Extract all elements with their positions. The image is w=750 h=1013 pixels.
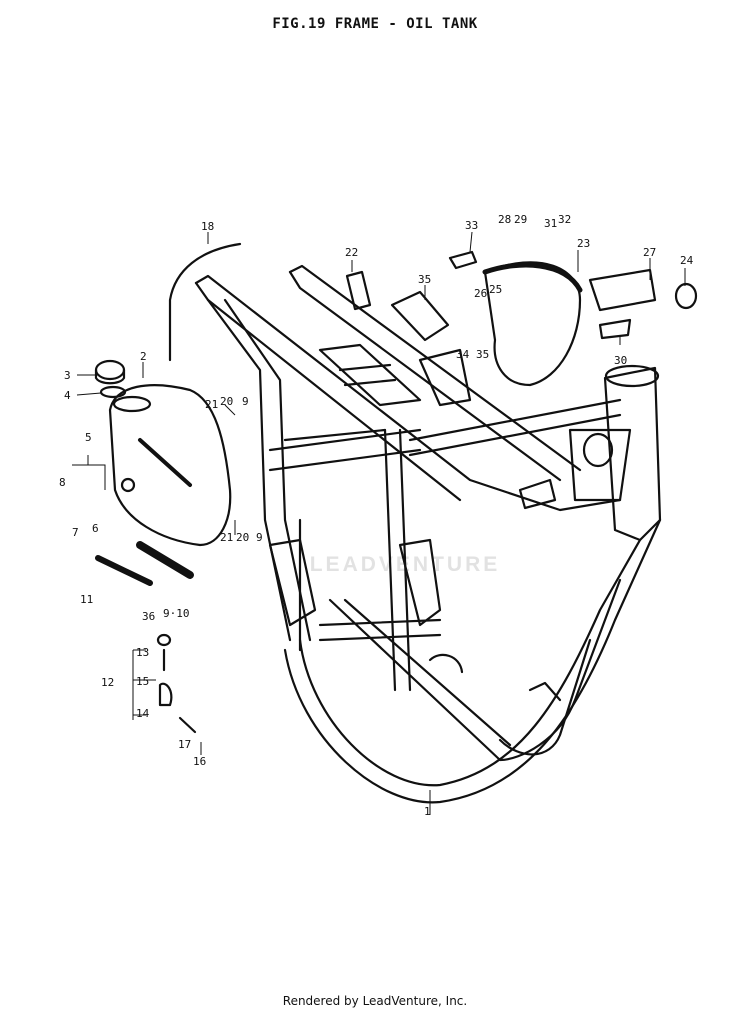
callout-35-upper: 35: [418, 273, 431, 286]
footer-credit: Rendered by LeadVenture, Inc.: [282, 994, 468, 1008]
callout-15: 15: [136, 675, 149, 688]
callout-18: 18: [201, 220, 214, 233]
footrest-27: [588, 268, 657, 312]
callout-31: 31: [544, 217, 557, 230]
callout-16: 16: [193, 755, 206, 768]
callout-2: 2: [140, 350, 147, 363]
callout-20-upper: 20: [220, 395, 233, 408]
bracket-35: [390, 290, 450, 342]
bolt-22: [345, 270, 372, 311]
callout-21-upper: 21: [205, 398, 218, 411]
breather-hose: [168, 242, 242, 362]
bracket-34: [418, 348, 472, 407]
callout-25: 25: [489, 283, 502, 296]
callout-4: 4: [64, 389, 71, 402]
callout-27: 27: [643, 246, 656, 259]
strip-9-10: [136, 541, 194, 579]
callout-5: 5: [85, 431, 92, 444]
plate-30: [598, 318, 632, 340]
callout-1: 1: [424, 805, 431, 818]
callout-6: 6: [92, 522, 99, 535]
callout-22: 22: [345, 246, 358, 259]
callout-34: 34: [456, 348, 470, 361]
callout-7: 7: [72, 526, 79, 539]
callout-13: 13: [136, 646, 149, 659]
callout-29: 29: [514, 213, 527, 226]
callout-14: 14: [136, 707, 150, 720]
watermark: LEADVENTURE: [309, 553, 501, 576]
callout-23: 23: [577, 237, 590, 250]
callout-9-upper: 9: [242, 395, 249, 408]
callout-24: 24: [680, 254, 694, 267]
oil-tank: [108, 384, 232, 547]
callout-3: 3: [64, 369, 71, 382]
callout-36: 36: [142, 610, 155, 623]
callout-21-lower: 21: [220, 531, 233, 544]
gasket: [99, 385, 127, 399]
callout-35-lower: 35: [476, 348, 489, 361]
frame-part-1: [194, 264, 662, 804]
leader-lines: [72, 231, 686, 815]
callout-11: 11: [80, 593, 93, 606]
callout-labels: 1 2 3 4 5 6 7 8 9 9 9·10 11 12 13 14 15 …: [59, 213, 694, 818]
knob-24: [674, 282, 698, 310]
strip-36: [95, 555, 153, 586]
rubber-33: [448, 250, 478, 270]
side-cover: [482, 261, 583, 387]
fastener-group-12: [156, 633, 197, 734]
callout-30: 30: [614, 354, 627, 367]
callout-9-lower: 9: [256, 531, 263, 544]
callout-32: 32: [558, 213, 571, 226]
callout-26: 26: [474, 287, 487, 300]
oil-cap: [94, 359, 126, 385]
callout-8: 8: [59, 476, 66, 489]
callout-28: 28: [498, 213, 511, 226]
callout-9-10: 9·10: [163, 607, 190, 620]
callout-33: 33: [465, 219, 478, 232]
callout-17: 17: [178, 738, 191, 751]
callout-20-lower: 20: [236, 531, 249, 544]
callout-12: 12: [101, 676, 114, 689]
figure-title: FIG.19 FRAME - OIL TANK: [272, 16, 478, 32]
